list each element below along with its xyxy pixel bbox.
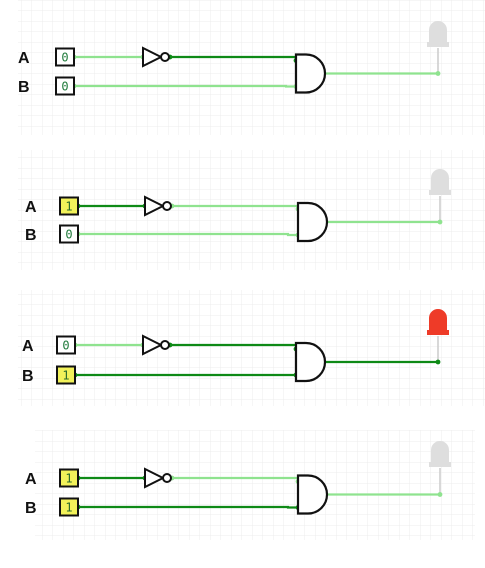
input-label-b: B	[18, 79, 30, 96]
and-gate	[294, 53, 327, 94]
input-switch-b[interactable]: 1	[59, 497, 79, 517]
grid-background	[18, 290, 485, 406]
input-label-b: B	[25, 500, 37, 517]
switch-value[interactable]: 0	[61, 80, 68, 94]
not-gate-body	[144, 467, 166, 489]
switch-value[interactable]: 0	[61, 51, 68, 65]
switch-box[interactable]	[59, 196, 79, 216]
switch-box[interactable]	[56, 335, 76, 355]
switch-box[interactable]	[59, 224, 79, 244]
not-gate-bubble	[162, 201, 172, 211]
not-gate-body	[142, 334, 164, 356]
not-gate	[144, 195, 172, 217]
not-gate-bubble	[162, 473, 172, 483]
switch-box[interactable]	[55, 47, 75, 67]
switch-value[interactable]: 1	[62, 369, 69, 383]
circuit-panel-3: A 0B 1	[18, 290, 485, 406]
input-label-a: A	[22, 338, 34, 355]
wire-junction	[435, 71, 441, 76]
not-gate-bubble	[160, 52, 170, 62]
led-off	[427, 21, 449, 47]
not-gate	[142, 334, 170, 356]
and-gate	[294, 341, 327, 383]
switch-value[interactable]: 0	[62, 339, 69, 353]
circuit-panel-2: A 1B 0	[18, 150, 485, 270]
input-label-b: B	[22, 368, 34, 385]
input-label-a: A	[25, 471, 37, 488]
not-gate-bubble	[160, 340, 170, 350]
input-switch-b[interactable]: 0	[59, 224, 79, 244]
not-gate	[144, 467, 172, 489]
input-switch-a[interactable]: 0	[56, 335, 76, 355]
switch-box[interactable]	[55, 76, 75, 96]
not-gate-body	[142, 46, 164, 68]
wire-b-to-and	[78, 505, 298, 509]
not-gate	[142, 46, 170, 68]
not-gate-body	[144, 195, 166, 217]
input-label-a: A	[18, 50, 30, 67]
switch-value[interactable]: 0	[65, 228, 72, 242]
grid-background	[18, 150, 485, 270]
switch-box[interactable]	[59, 497, 79, 517]
input-switch-a[interactable]: 0	[55, 47, 75, 67]
and-gate	[296, 201, 329, 243]
led-off	[429, 169, 451, 195]
input-label-a: A	[25, 199, 37, 216]
switch-box[interactable]	[56, 365, 76, 385]
switch-box[interactable]	[59, 468, 79, 488]
wire-junction	[435, 359, 441, 365]
input-switch-b[interactable]: 1	[56, 365, 76, 385]
and-gate	[296, 474, 329, 515]
input-label-b: B	[25, 227, 37, 244]
input-switch-a[interactable]: 1	[59, 196, 79, 216]
switch-value[interactable]: 1	[65, 472, 72, 486]
switch-value[interactable]: 1	[65, 501, 72, 515]
wire-junction	[437, 219, 443, 225]
wire-b-to-and	[74, 84, 296, 88]
input-switch-b[interactable]: 0	[55, 76, 75, 96]
led-off	[429, 441, 451, 467]
grid-background	[35, 430, 475, 540]
switch-value[interactable]: 1	[65, 200, 72, 214]
input-switch-a[interactable]: 1	[59, 468, 79, 488]
grid-background	[18, 0, 485, 135]
wire-junction	[437, 492, 443, 497]
wire-b-to-and	[78, 232, 298, 237]
led-on	[427, 309, 449, 335]
